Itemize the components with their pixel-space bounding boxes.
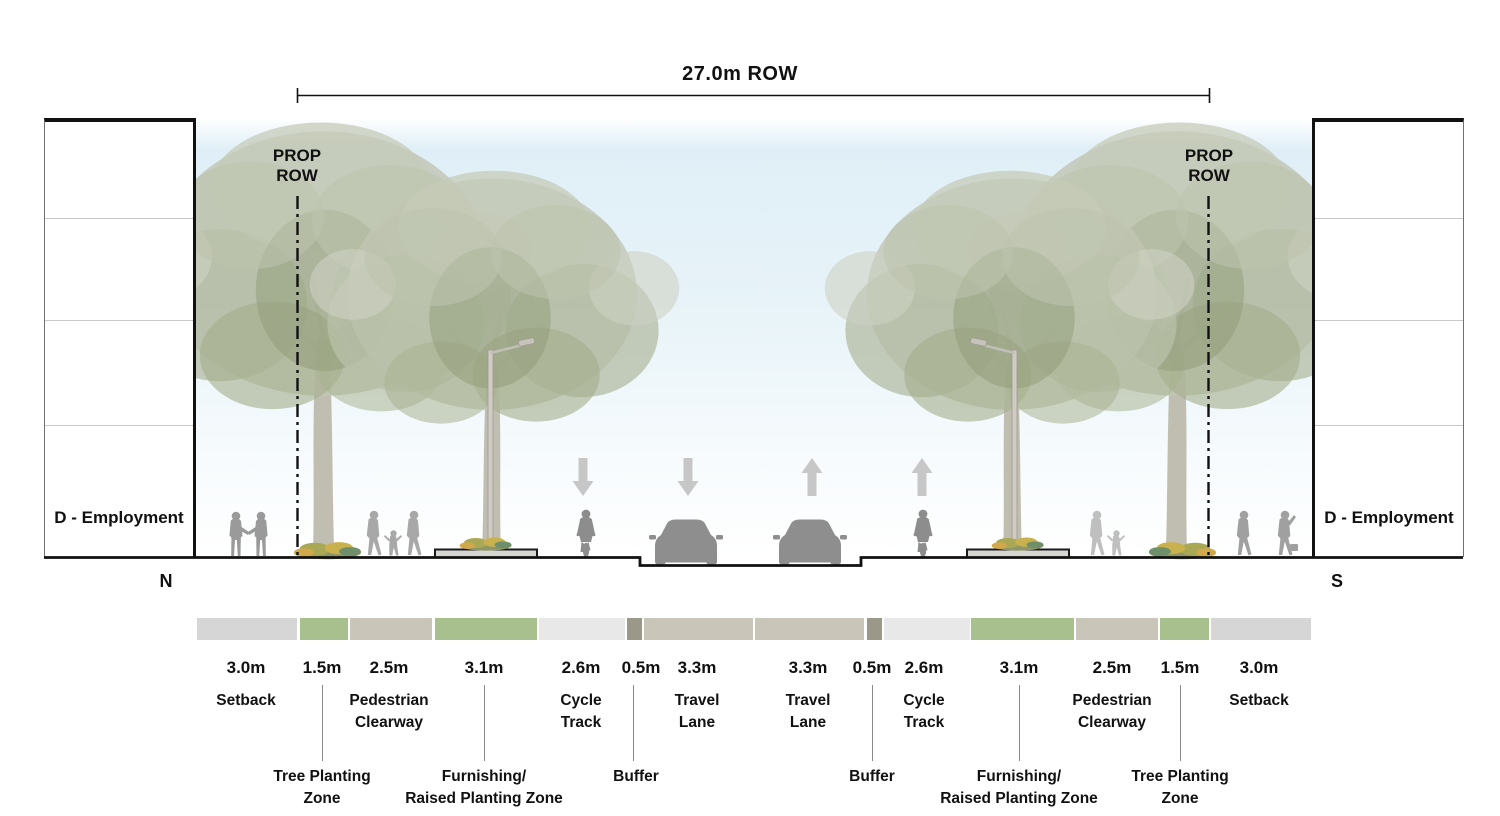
zone-segment [1160,618,1209,640]
floor-line [1315,425,1463,426]
zone-segment [884,618,970,640]
zone-name-lower: Buffer [613,768,659,785]
leader-line [1180,685,1181,761]
zone-segment [539,618,625,640]
zone-size: 3.0m [1239,658,1279,677]
building-right: D - Employment [1312,118,1464,557]
floor-line [1315,320,1463,321]
zone-size: 2.5m [1092,658,1132,677]
zone-segment [627,618,642,640]
zone-size: 2.6m [561,658,601,677]
zone-size: 3.1m [999,658,1039,677]
compass-north-label: N [159,571,173,591]
leader-line [322,685,323,761]
zone-segment [197,618,297,640]
zone-segment [350,618,432,640]
zone-size: 3.3m [788,658,828,677]
zone-name-lower: Buffer [849,768,895,785]
leader-line [1019,685,1020,761]
zone-size: 3.0m [226,658,266,677]
zone-segment [867,618,882,640]
zone-size: 1.5m [302,658,342,677]
zone-size: 0.5m [621,658,661,677]
zone-size: 2.5m [369,658,409,677]
zone-name: Setback [1229,692,1289,709]
sky-background [196,118,1312,557]
zone-segment [300,618,348,640]
zone-size: 2.6m [904,658,944,677]
leader-line [484,685,485,761]
floor-line [45,218,193,219]
zone-segment [644,618,753,640]
zone-segment [755,618,864,640]
leader-line [633,685,634,761]
row-dimension-line [296,88,1211,103]
prop-row-label-right: PROP ROW [1184,146,1234,185]
zone-segment [1211,618,1311,640]
building-left-label: D - Employment [54,508,184,527]
zone-segment [435,618,537,640]
floor-line [1315,218,1463,219]
building-right-label: D - Employment [1324,508,1454,527]
prop-row-label-left: PROP ROW [272,146,322,185]
zone-size: 3.3m [677,658,717,677]
zone-name: Setback [216,692,276,709]
zone-segment [1076,618,1158,640]
ground-profile-line [44,556,1463,567]
leader-line [872,685,873,761]
zone-size: 3.1m [464,658,504,677]
zone-name-lower: Furnishing/Raised Planting Zone [940,768,1098,807]
floor-line [45,320,193,321]
building-left: D - Employment [44,118,196,557]
zone-size: 1.5m [1160,658,1200,677]
zone-name-lower: Furnishing/Raised Planting Zone [405,768,563,807]
row-dimension-label: 27.0m ROW [682,63,798,85]
zone-segment [971,618,1074,640]
floor-line [45,425,193,426]
zone-size: 0.5m [852,658,892,677]
compass-south-label: S [1330,571,1343,591]
